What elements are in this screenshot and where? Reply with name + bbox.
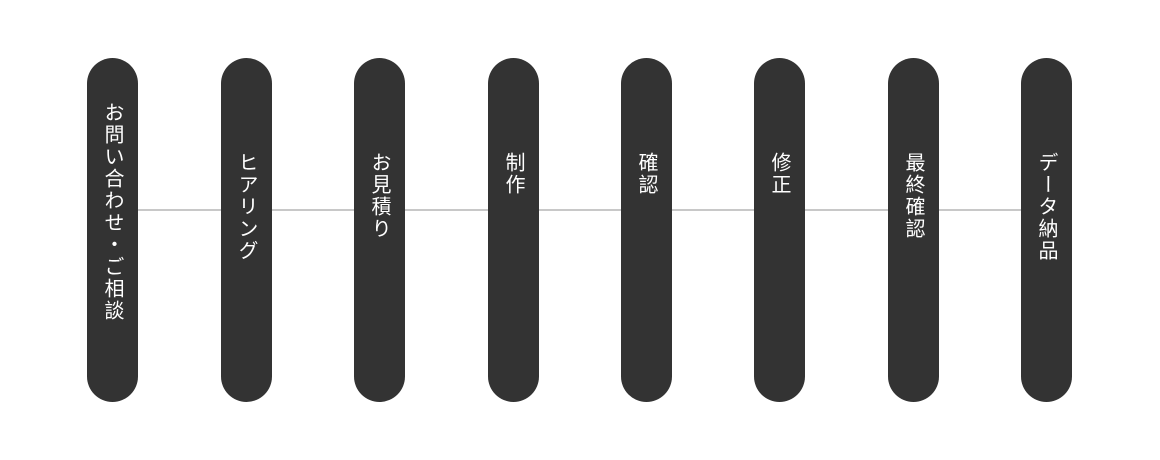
step-hearing: ヒアリング — [221, 58, 272, 402]
step-inquiry: お問い合わせ・ご相談 — [87, 58, 138, 402]
step-label: 確認 — [635, 152, 659, 196]
step-label: ヒアリング — [235, 152, 259, 262]
step-label: お問い合わせ・ご相談 — [101, 102, 125, 322]
step-final-review: 最終確認 — [888, 58, 939, 402]
step-label: データ納品 — [1035, 152, 1059, 262]
step-estimate: お見積り — [354, 58, 405, 402]
step-revision: 修正 — [754, 58, 805, 402]
step-review: 確認 — [621, 58, 672, 402]
step-label: 最終確認 — [902, 152, 926, 240]
step-delivery: データ納品 — [1021, 58, 1072, 402]
step-label: 修正 — [768, 152, 792, 196]
connector-line — [112, 209, 1046, 211]
step-label: お見積り — [368, 152, 392, 240]
step-label: 制作 — [502, 152, 526, 196]
step-production: 制作 — [488, 58, 539, 402]
